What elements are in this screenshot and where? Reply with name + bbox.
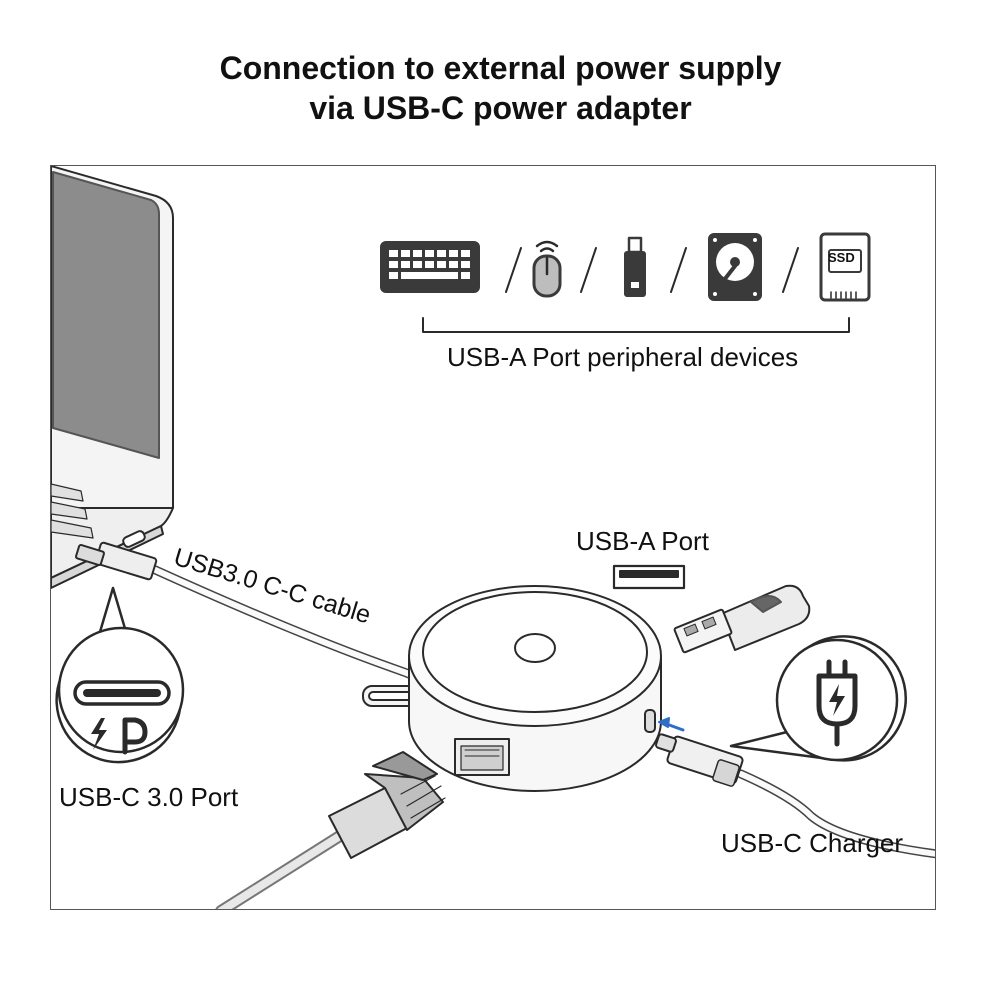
charger-callout [729,635,908,762]
laptop [51,166,174,589]
usb-flash-drive [673,584,811,654]
diagram-panel: USB-A Port peripheral devices SSD USB3.0… [50,165,936,910]
hard-drive-icon [708,233,762,301]
keyboard-icon [380,241,480,293]
usb-c-charger-plug [655,733,935,859]
mouse-icon [532,240,562,298]
peripheral-icons [380,232,871,333]
usb-stick-icon [624,236,646,297]
diagram-title: Connection to external power supply via … [0,48,1001,128]
title-line-1: Connection to external power supply [219,50,782,86]
usb-a-port-label: USB-A Port [576,526,709,556]
charger-label: USB-C Charger [721,828,904,858]
usb-hub [408,585,685,792]
ssd-icon [819,232,871,302]
peripherals-label: USB-A Port peripheral devices [447,342,799,372]
ethernet-cable [215,751,446,909]
ssd-icon-text: SSD [828,250,855,265]
usb-c-port-label: USB-C 3.0 Port [59,782,239,812]
title-line-2: via USB-C power adapter [309,90,692,126]
usb-a-port-symbol [612,564,686,590]
diagram-illustration [51,166,935,909]
usb-c-port-callout [55,586,185,764]
